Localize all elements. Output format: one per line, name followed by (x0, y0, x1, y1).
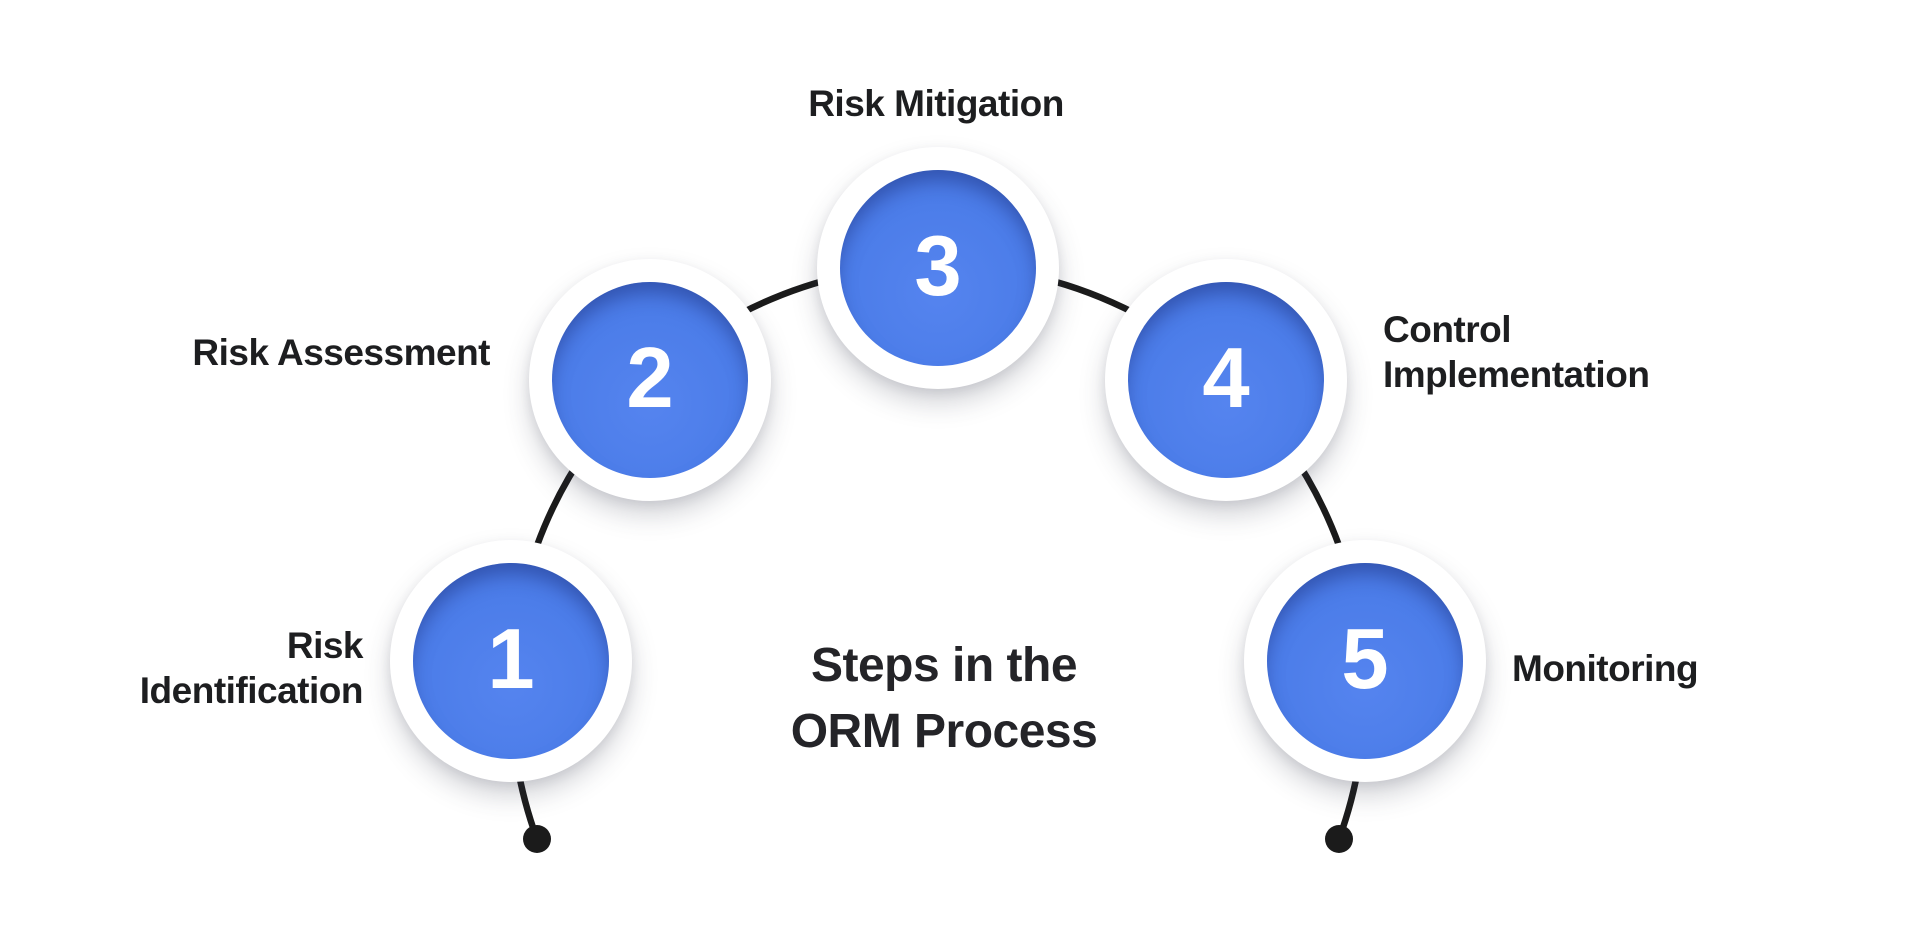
step-1-label: Risk Identification (139, 625, 364, 711)
step-5-number: 5 (1341, 611, 1389, 707)
step-2-badge: 2 (552, 282, 748, 478)
arc-start-dot (523, 825, 551, 853)
step-4-number: 4 (1202, 330, 1250, 426)
step-3-circle: 3 (817, 147, 1059, 389)
step-4-circle: 4 (1105, 259, 1347, 501)
step-1-badge: 1 (413, 563, 609, 759)
diagram-title: Steps in the ORM Process (790, 639, 1098, 758)
step-5-label: Monitoring (1512, 648, 1699, 689)
step-1-circle: 1 (390, 540, 632, 782)
step-4-badge: 4 (1128, 282, 1324, 478)
step-3-label: Risk Mitigation (808, 83, 1064, 124)
step-1-number: 1 (487, 611, 535, 707)
step-5-badge: 5 (1267, 563, 1463, 759)
step-5-circle: 5 (1244, 540, 1486, 782)
step-2-circle: 2 (529, 259, 771, 501)
step-4-label: Control Implementation (1383, 309, 1650, 395)
step-3-badge: 3 (840, 170, 1036, 366)
step-3-number: 3 (914, 218, 962, 314)
step-2-label: Risk Assessment (192, 332, 490, 373)
step-2-number: 2 (626, 330, 674, 426)
arc-end-dot (1325, 825, 1353, 853)
